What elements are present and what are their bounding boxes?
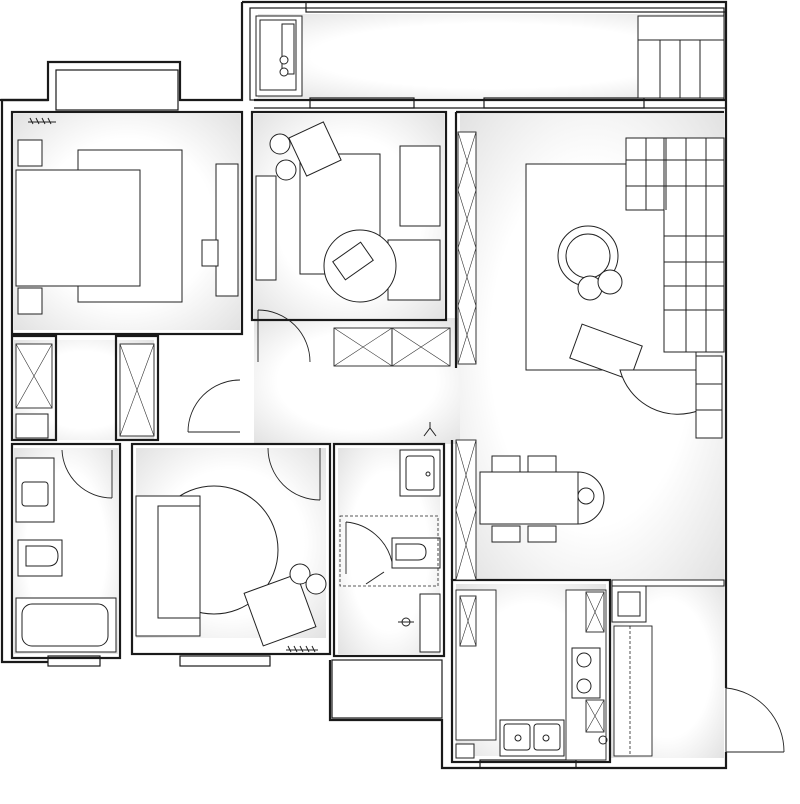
corridor [187, 379, 785, 753]
living-room [525, 137, 725, 439]
entrance-door[interactable] [725, 687, 785, 753]
bedroom-2-door[interactable] [267, 447, 321, 501]
entrance [611, 579, 725, 587]
bathroom-2-door[interactable] [345, 521, 393, 574]
study-door[interactable] [257, 309, 311, 363]
study [255, 121, 477, 367]
closets [15, 343, 155, 439]
plant-icon [286, 645, 318, 653]
kitchen [455, 585, 653, 761]
sofa [625, 137, 725, 353]
master-bedroom [15, 117, 239, 315]
bathroom-2 [339, 422, 441, 653]
plant-icon [28, 117, 56, 125]
bathroom-1-door[interactable] [61, 449, 113, 499]
bedroom-2 [135, 447, 327, 653]
lamp-icon [423, 422, 437, 437]
walls [0, 0, 728, 770]
master-bedroom-door[interactable] [187, 379, 241, 433]
bathroom-1 [15, 449, 117, 653]
utility-balcony [255, 15, 725, 99]
dining-area [455, 439, 605, 581]
